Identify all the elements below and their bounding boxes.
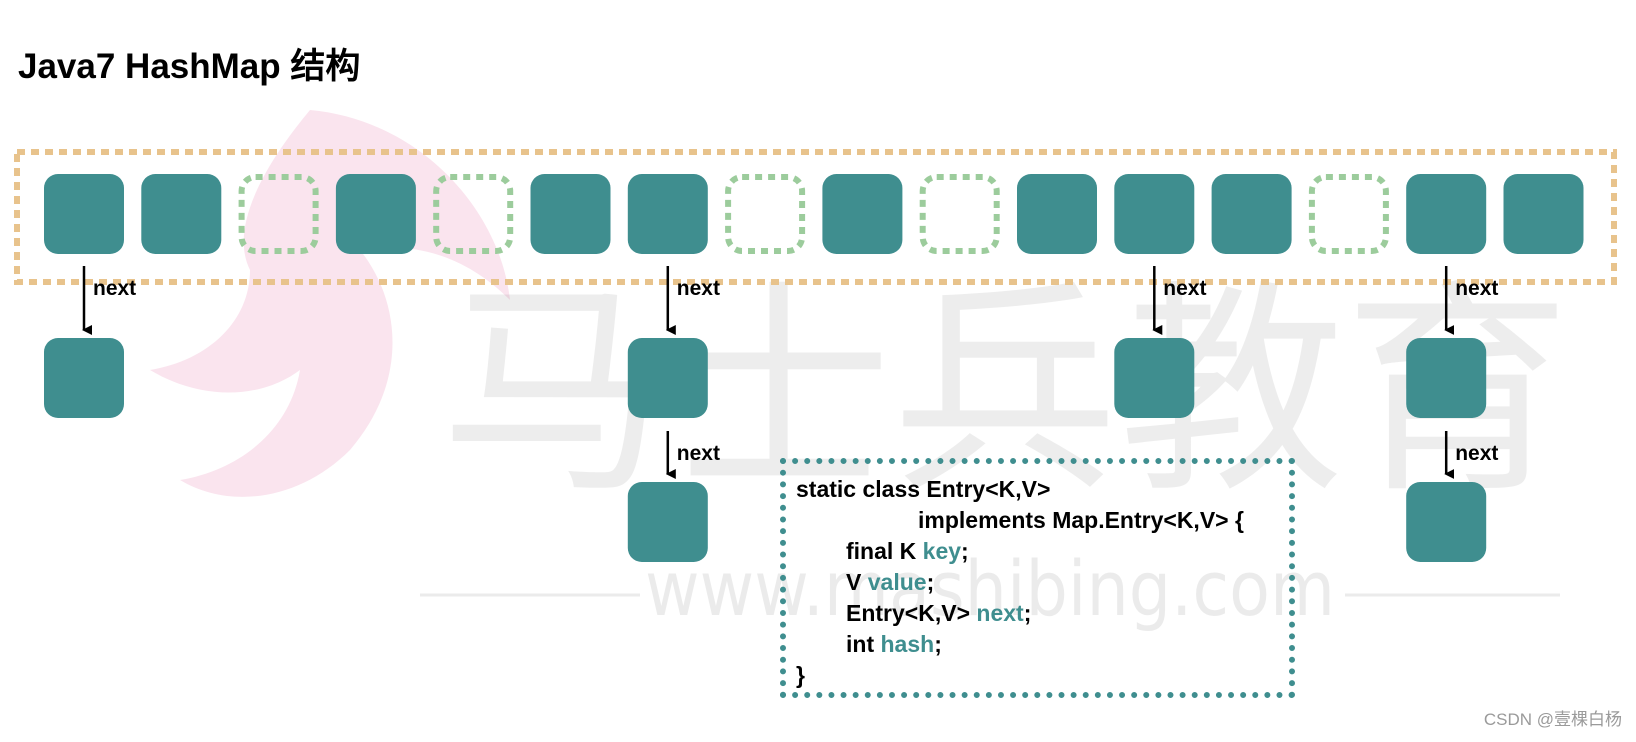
- bucket-slot-empty: [919, 174, 1000, 254]
- bucket-slot-filled: [1114, 174, 1195, 254]
- bucket-slot-filled: [530, 174, 611, 254]
- entry-class-code: static class Entry<K,V> implements Map.E…: [780, 458, 1295, 698]
- next-label: next: [1455, 442, 1498, 465]
- code-line-hash: int hash;: [846, 631, 942, 657]
- next-label: next: [677, 277, 720, 300]
- bucket-slot-empty: [238, 174, 319, 254]
- chain-node: [1406, 482, 1487, 562]
- bucket-slot-filled: [1211, 174, 1292, 254]
- watermark-logo: [150, 110, 510, 497]
- code-line-1: static class Entry<K,V>: [796, 476, 1051, 502]
- code-line-2: implements Map.Entry<K,V> {: [918, 507, 1244, 533]
- bucket-slot-empty: [433, 174, 514, 254]
- bucket-slot-filled: [141, 174, 222, 254]
- bucket-slot-filled: [1017, 174, 1097, 254]
- chain-node: [627, 482, 708, 562]
- code-line-next: Entry<K,V> next;: [846, 600, 1032, 626]
- chain-node: [627, 338, 708, 418]
- chain-node: [1114, 338, 1195, 418]
- code-line-close: }: [796, 662, 805, 688]
- next-label: next: [1163, 277, 1206, 300]
- bucket-slot-filled: [1503, 174, 1584, 254]
- field-hash: hash: [880, 631, 935, 657]
- diagram-title: Java7 HashMap 结构: [18, 47, 361, 86]
- bucket-slot-filled: [822, 174, 903, 254]
- chain-node: [1406, 338, 1487, 418]
- bucket-slot-filled: [44, 174, 124, 254]
- bucket-slot-filled: [627, 174, 708, 254]
- next-label: next: [93, 277, 136, 300]
- bucket-slot-empty: [725, 174, 806, 254]
- code-line-value: V value;: [846, 569, 935, 595]
- field-next: next: [976, 600, 1024, 626]
- next-label: next: [677, 442, 720, 465]
- code-line-key: final K key;: [846, 538, 969, 564]
- bucket-array: [14, 149, 1617, 285]
- entry-chains: next next next next next next: [44, 266, 1498, 562]
- field-key: key: [922, 538, 962, 564]
- next-label: next: [1455, 277, 1498, 300]
- bucket-slots: [44, 174, 1584, 254]
- bucket-slot-filled: [335, 174, 416, 254]
- chain-node: [44, 338, 124, 418]
- source-credit: CSDN @壹棵白杨: [1483, 710, 1622, 729]
- watermark-url: www.mashibing.com: [645, 544, 1335, 633]
- field-value: value: [867, 569, 927, 595]
- bucket-slot-filled: [1406, 174, 1487, 254]
- bucket-slot-empty: [1308, 174, 1389, 254]
